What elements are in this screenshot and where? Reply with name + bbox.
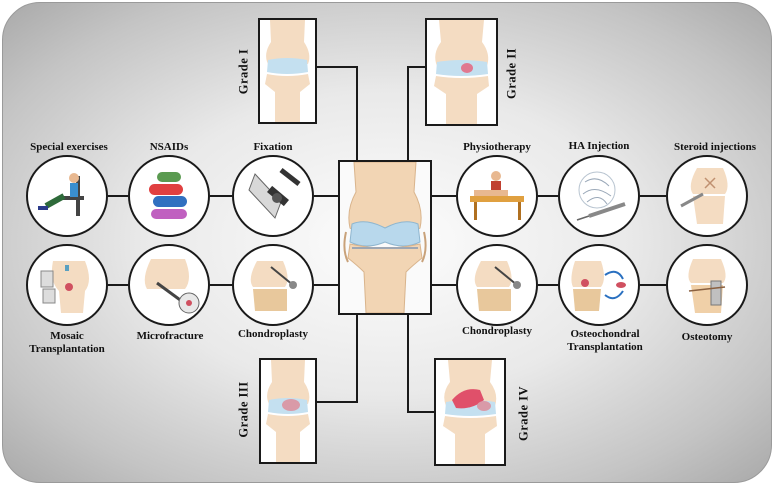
grade-3-knee-image: [259, 358, 317, 464]
knee-injection-icon: [680, 168, 728, 224]
chondroplasty-shaver-icon: [474, 261, 521, 311]
osteochondral-transplantation-circle: [558, 244, 640, 326]
grade-1-knee-image: [258, 18, 317, 124]
microfracture-tool-icon: [144, 259, 200, 314]
mosaic-graft-icon: [40, 261, 89, 313]
grade-4-label: Grade IV: [516, 385, 531, 442]
chondroplasty-right-label: Chondroplasty: [461, 325, 533, 337]
chondroplasty-shaver-icon: [250, 261, 297, 311]
physiotherapy-label: Physiotherapy: [463, 141, 531, 153]
osteochondral-transplantation-label: Osteochondral Transplantation: [567, 328, 643, 353]
special-exercises-circle: [26, 155, 108, 237]
grade-4-knee-image: [434, 358, 506, 466]
chondroplasty-right-circle: [456, 244, 538, 326]
special-exercises-label: Special exercises: [30, 141, 108, 153]
ha-injection-label: HA Injection: [568, 140, 630, 152]
grade-2-label: Grade II: [504, 48, 519, 99]
nsaids-label: NSAIDs: [149, 141, 189, 153]
physio-table-icon: [470, 171, 524, 220]
microfracture-label: Microfracture: [136, 330, 204, 342]
steroid-injections-circle: [666, 155, 748, 237]
osteotomy-label: Osteotomy: [681, 331, 733, 343]
grade-3-label: Grade III: [236, 381, 251, 438]
chondroplasty-left-label: Chondroplasty: [237, 328, 309, 340]
syringe-icon: [576, 171, 626, 221]
pills-icon: [149, 172, 187, 219]
physiotherapy-circle: [456, 155, 538, 237]
fixation-label: Fixation: [253, 141, 293, 153]
nsaids-circle: [128, 155, 210, 237]
knee-brace-icon: [248, 168, 301, 219]
microfracture-circle: [128, 244, 210, 326]
steroid-injections-label: Steroid injections: [674, 141, 756, 153]
mosaic-transplantation-label: Mosaic Transplantation: [29, 330, 105, 355]
mosaic-transplantation-circle: [26, 244, 108, 326]
fixation-circle: [232, 155, 314, 237]
chondroplasty-left-circle: [232, 244, 314, 326]
exercise-chair-icon: [38, 173, 84, 216]
ha-injection-circle: [558, 155, 640, 237]
grade-2-knee-image: [425, 18, 498, 126]
knee-joint-center-image: [338, 160, 432, 315]
osteotomy-circle: [666, 244, 748, 326]
osteochondral-graft-icon: [571, 261, 626, 311]
osteotomy-plate-icon: [688, 259, 726, 313]
grade-1-label: Grade I: [236, 48, 251, 95]
